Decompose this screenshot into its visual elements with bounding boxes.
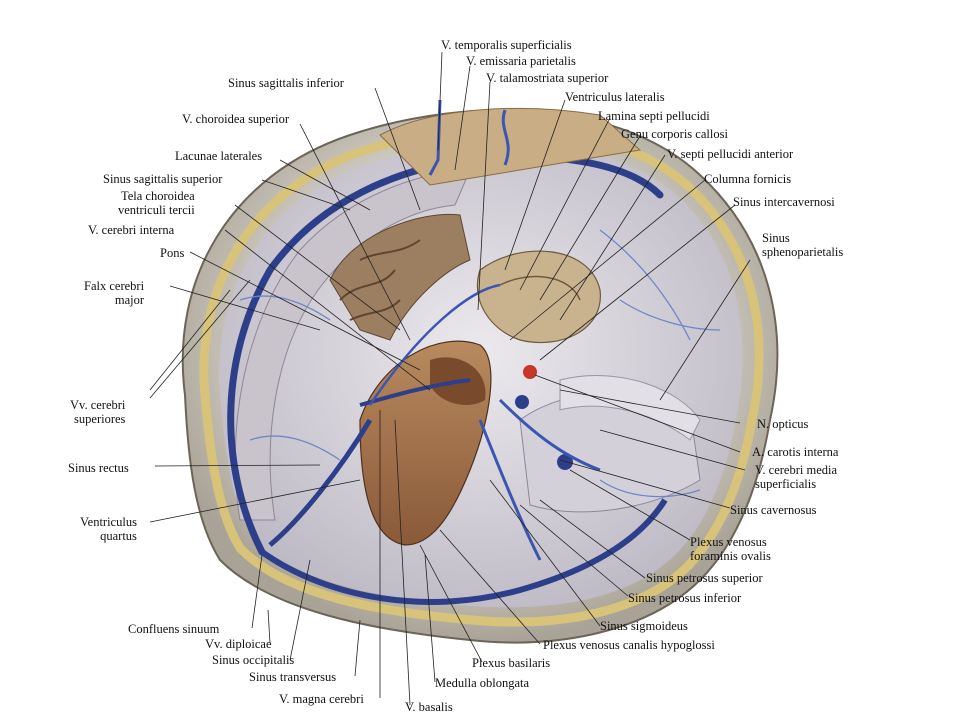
sinus-transversus xyxy=(260,498,668,605)
label-opticus: N. opticus xyxy=(757,417,809,431)
label-tela: Tela choroidea ventriculi tercii xyxy=(118,189,195,217)
sinus-cavernosus-2 xyxy=(557,454,573,470)
label-chor-superior: V. choroidea superior xyxy=(182,112,290,126)
label-sag-inferior: Sinus sagittalis inferior xyxy=(228,76,344,90)
label-hypoglossi: Plexus venosus canalis hypoglossi xyxy=(543,638,715,652)
sinus-sagittalis-superior xyxy=(227,153,664,556)
meningeal-veins xyxy=(239,229,721,498)
label-transversus: Sinus transversus xyxy=(249,670,337,684)
label-sigmoideus: Sinus sigmoideus xyxy=(600,619,688,633)
sinus-rectus xyxy=(268,418,373,547)
label-pons: Pons xyxy=(160,246,185,260)
vein-emissaria xyxy=(501,109,510,166)
corpus-callosum xyxy=(476,250,601,344)
label-medulla: Medulla oblongata xyxy=(435,676,530,690)
leader-lines xyxy=(149,51,751,706)
sinus-petrosus xyxy=(478,398,601,561)
label-diploicae: Vv. diploicae xyxy=(205,637,272,651)
carotis-interna xyxy=(523,365,537,379)
label-cerebri-interna: V. cerebri interna xyxy=(88,223,175,237)
label-quartus: Ventriculus quartus xyxy=(80,515,137,543)
label-plexus-ovalis: Plexus venosus foraminis ovalis xyxy=(690,535,771,563)
label-sag-superior: Sinus sagittalis superior xyxy=(103,172,223,186)
label-carotis: A. carotis interna xyxy=(752,445,839,459)
label-genu: Genu corporis callosi xyxy=(621,127,728,141)
label-columna: Columna fornicis xyxy=(704,172,792,186)
gyri xyxy=(339,239,421,321)
label-basalis: V. basalis xyxy=(405,700,453,714)
label-spheno: Sinus sphenoparietalis xyxy=(762,231,844,259)
scalp-fragment xyxy=(379,107,642,186)
label-media-superf: V. cerebri media superficialis xyxy=(755,463,838,491)
label-intercavernosi: Sinus intercavernosi xyxy=(733,195,835,209)
label-cavernosus: Sinus cavernosus xyxy=(730,503,817,517)
label-occipitalis: Sinus occipitalis xyxy=(212,653,295,667)
label-ventr-lateralis: Ventriculus lateralis xyxy=(565,90,665,104)
label-falx: Falx cerebri major xyxy=(84,279,145,307)
label-magna: V. magna cerebri xyxy=(279,692,364,706)
label-septi-anterior: V. septi pellucidi anterior xyxy=(667,147,794,161)
bone-rim xyxy=(199,124,764,627)
sinus-cavernosus xyxy=(515,395,529,409)
sinus-sagittalis-inferior xyxy=(368,283,501,406)
label-lamina: Lamina septi pellucidi xyxy=(598,109,710,123)
label-talamostriata: V. talamostriata superior xyxy=(486,71,609,85)
ventriculus-lateralis xyxy=(499,275,581,301)
label-petrosus-sup: Sinus petrosus superior xyxy=(646,571,763,585)
label-emissaria: V. emissaria parietalis xyxy=(466,54,576,68)
label-lacunae: Lacunae laterales xyxy=(175,149,263,163)
label-confluens: Confluens sinuum xyxy=(128,622,220,636)
label-vv-cerebri-sup: Vv. cerebri superiores xyxy=(70,398,126,426)
label-sinus-rectus: Sinus rectus xyxy=(68,461,129,475)
label-temporalis: V. temporalis superficialis xyxy=(441,38,572,52)
label-basilaris: Plexus basilaris xyxy=(472,656,551,670)
label-petrosus-inf: Sinus petrosus inferior xyxy=(628,591,742,605)
brain-section xyxy=(329,213,471,341)
